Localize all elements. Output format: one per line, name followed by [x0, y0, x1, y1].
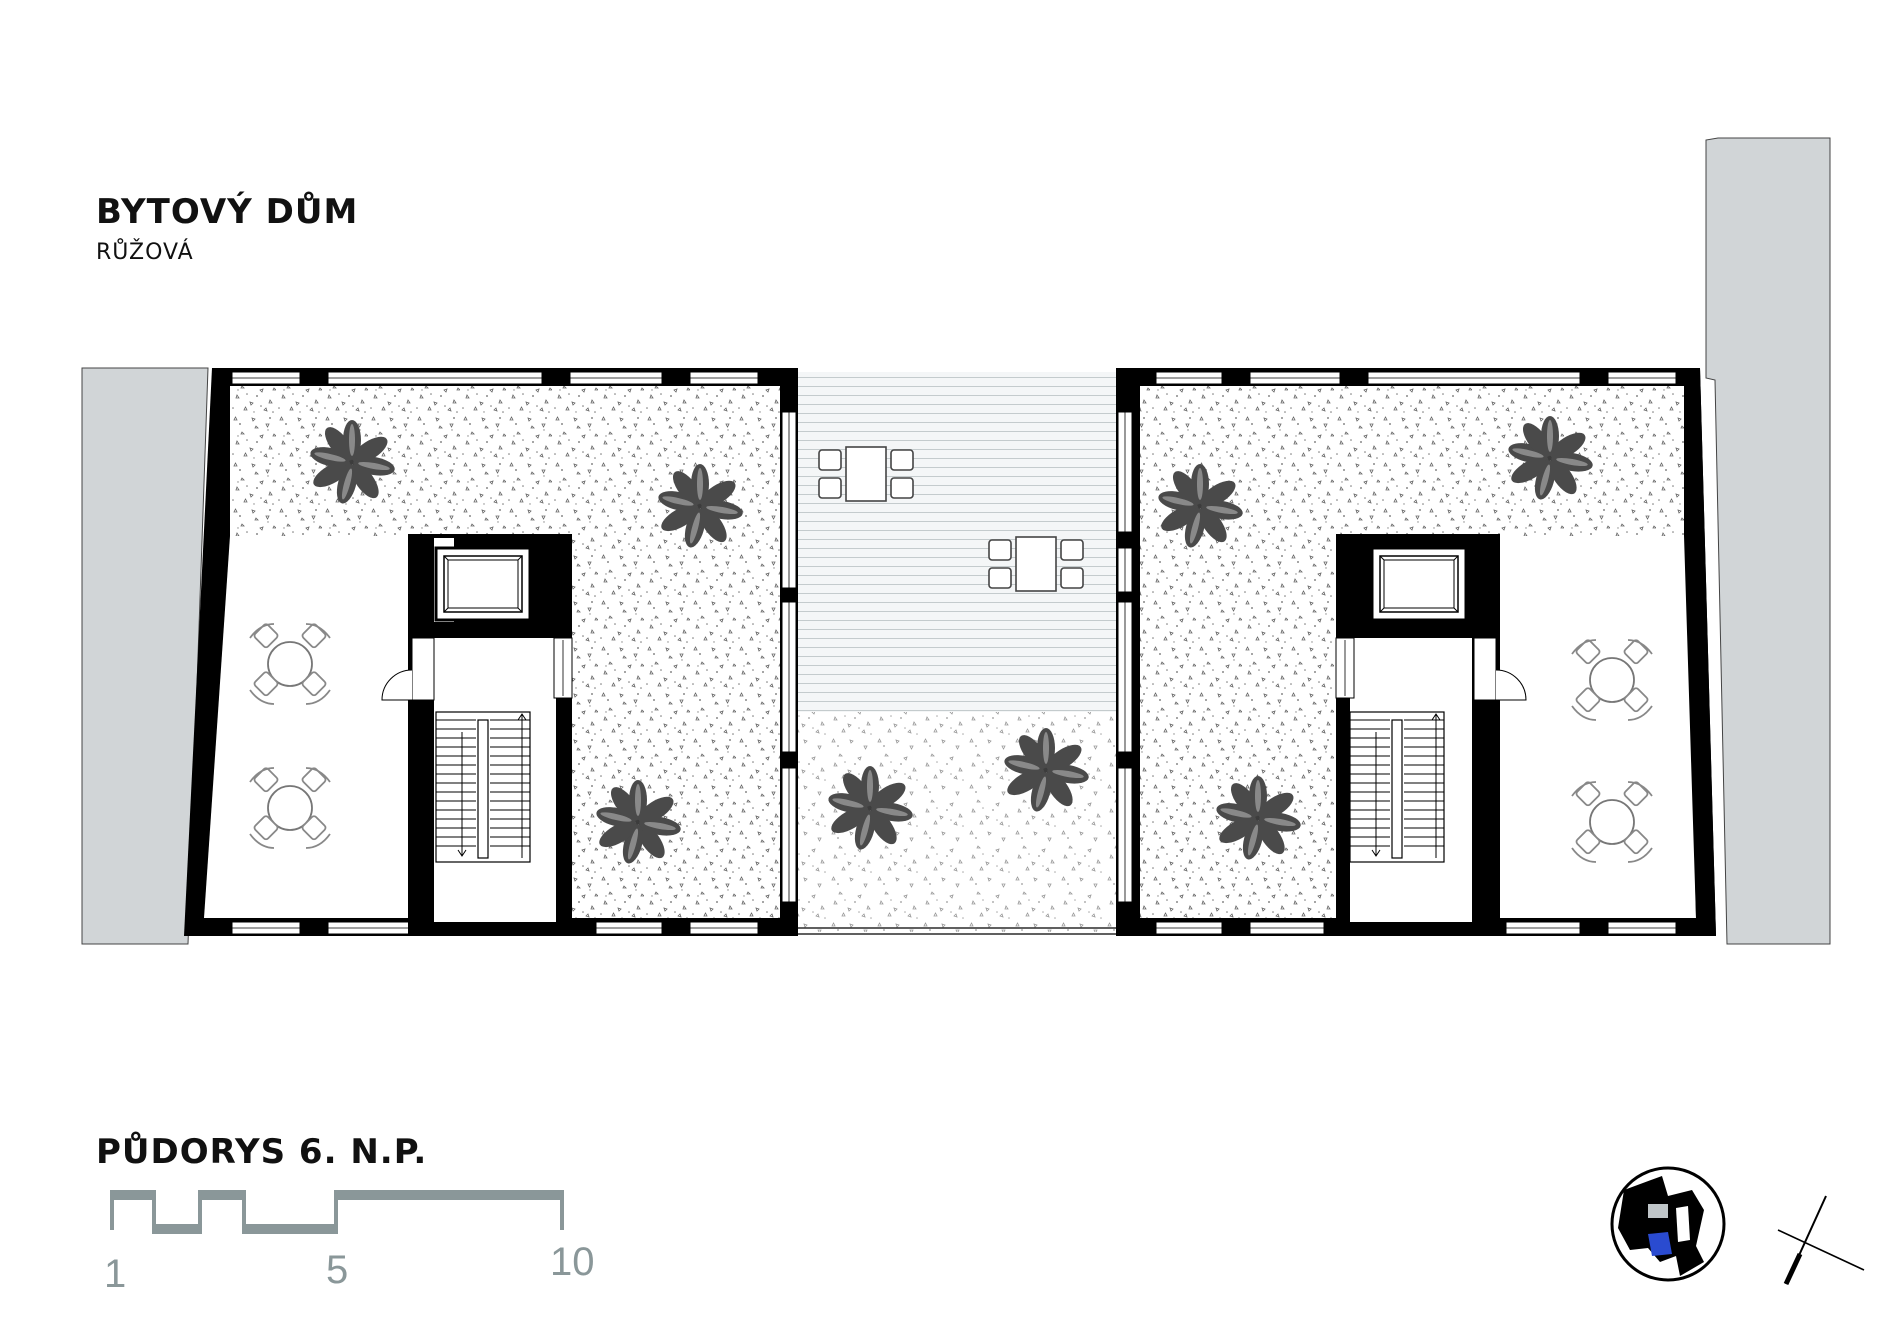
neighbor-building-left	[81, 367, 209, 945]
stair-icon	[435, 711, 531, 863]
scale-label-5: 5	[326, 1248, 349, 1292]
core-right	[1335, 534, 1527, 936]
terrace-right	[1500, 536, 1696, 918]
plan-title: PŮDORYS 6. N.P.	[96, 1132, 428, 1172]
roof-garden-right	[1140, 386, 1684, 918]
scale-label-1: 1	[104, 1252, 127, 1296]
neighbor-building-right	[1705, 137, 1831, 945]
north-arrow-icon	[1777, 1195, 1865, 1286]
drawing-subtitle: RŮŽOVÁ	[96, 240, 194, 265]
key-plan-icon	[1610, 1166, 1726, 1282]
scale-bar	[110, 1190, 564, 1234]
terrace-left	[204, 536, 414, 918]
stair-icon	[1349, 711, 1445, 863]
drawing-title: BYTOVÝ DŮM	[96, 192, 359, 232]
core-left	[381, 534, 573, 936]
scale-label-10: 10	[550, 1240, 595, 1284]
